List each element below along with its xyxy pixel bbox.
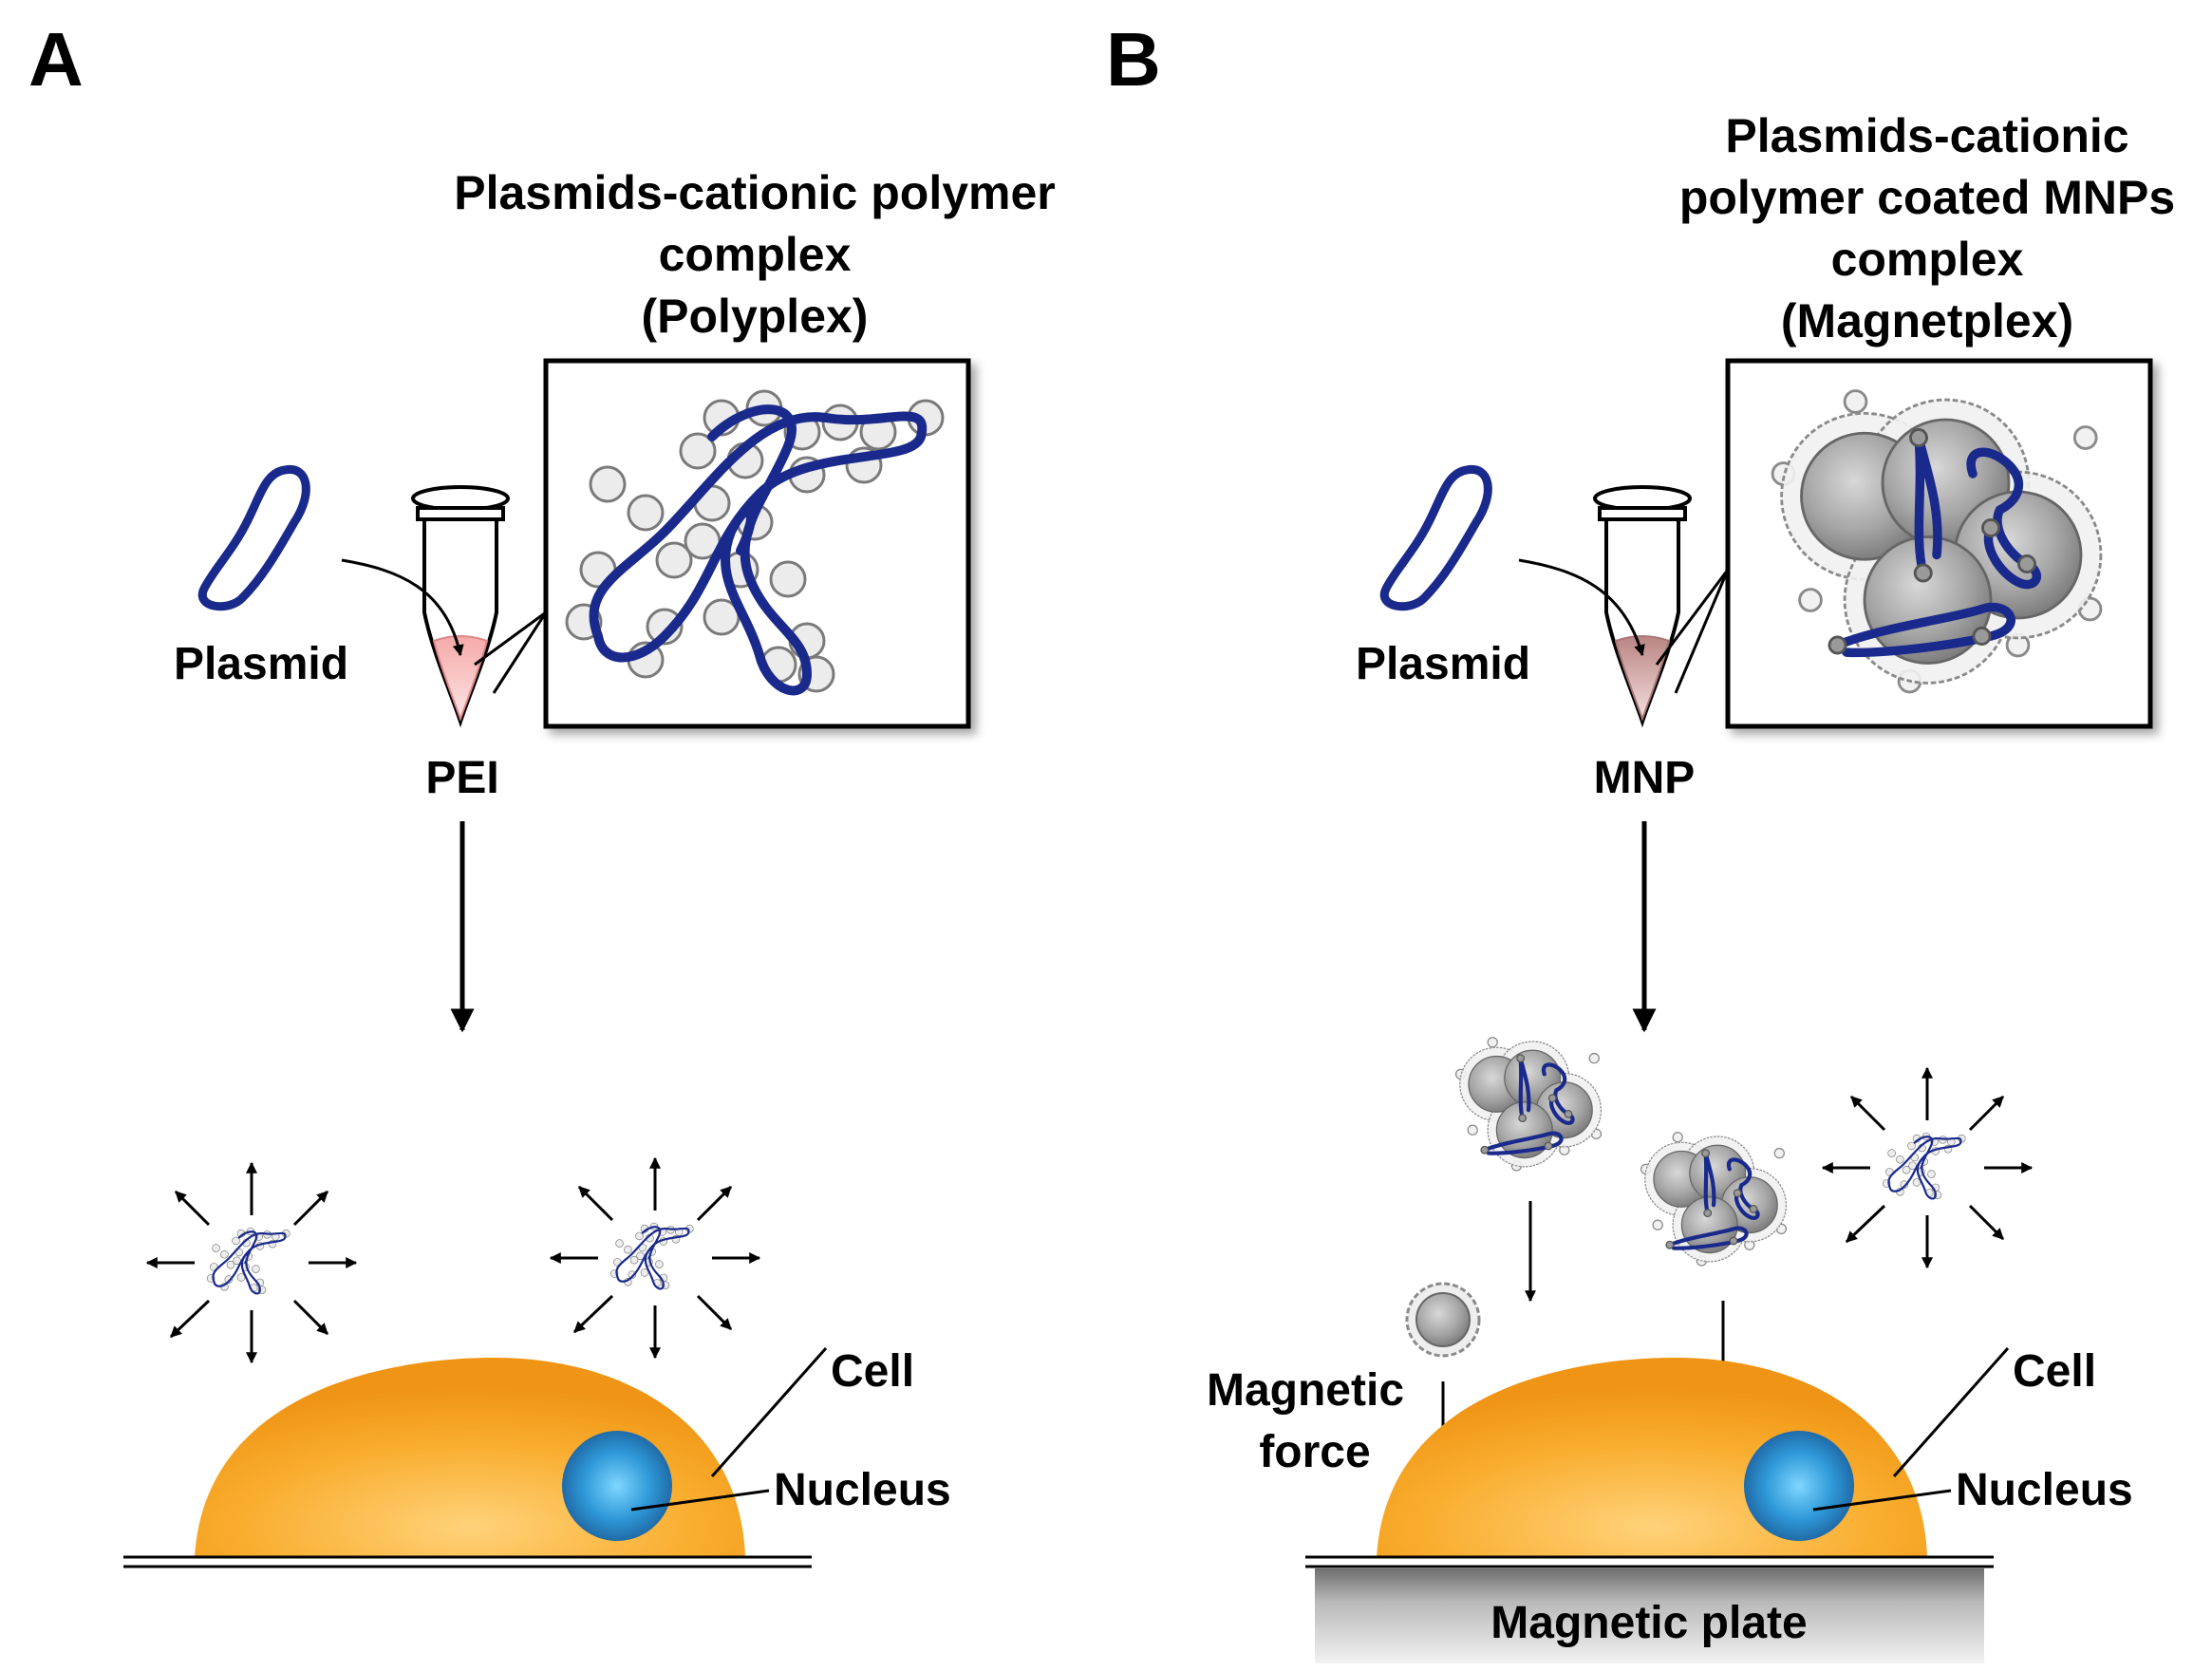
panel-b-complex-title-line3: complex — [1831, 233, 2024, 286]
panel-b-single-mnp — [1405, 1282, 1481, 1358]
panel-b-nucleus-label: Nucleus — [1956, 1465, 2133, 1515]
panel-b-complex-title-line1: Plasmids-cationic — [1725, 109, 2128, 162]
panel-b-tube-icon — [1593, 485, 1692, 723]
panel-b-complex-title-line4: (Magnetplex) — [1781, 294, 2073, 347]
panel-a-complex-title-line3: (Polyplex) — [642, 290, 869, 343]
panel-b-plasmid-label: Plasmid — [1356, 639, 1530, 689]
panel-a-polyplex-small-1 — [145, 1161, 358, 1364]
panel-a: A Plasmids-cationic polymer complex (Pol… — [28, 17, 1056, 1568]
panel-b-magnetplex-small-1 — [1456, 1038, 1602, 1171]
panel-b-polyplex-small — [1821, 1066, 2034, 1269]
panel-a-tube-icon — [411, 485, 510, 723]
panel-b-magnetic-plate — [1315, 1568, 1984, 1663]
panel-b: B Plasmids-cationic polymer coated MNPs … — [1106, 17, 2175, 1663]
panel-b-complex-title-line2: polymer coated MNPs — [1679, 171, 2175, 224]
panel-a-plasmid-label: Plasmid — [174, 639, 348, 689]
panel-b-magnetplex-small-2 — [1641, 1133, 1787, 1266]
panel-a-letter: A — [28, 17, 84, 102]
panel-b-cell-pointer — [1892, 1347, 2010, 1477]
panel-a-polyplex-small-2 — [549, 1156, 761, 1360]
panel-b-nucleus — [1744, 1431, 1854, 1541]
panel-b-nucleus-pointer — [1812, 1489, 1952, 1511]
panel-a-nucleus-label: Nucleus — [774, 1465, 951, 1515]
panel-a-reagent-label: PEI — [425, 753, 498, 803]
panel-a-zoom-line-top — [492, 611, 548, 694]
panel-a-zoom-line-bottom — [474, 610, 547, 667]
panel-b-plasmid-to-tube-arrow — [1518, 558, 1645, 657]
panel-b-zoom-line-top — [1674, 569, 1730, 694]
panel-b-zoom-line-bottom — [1655, 569, 1730, 666]
panel-b-reagent-label: MNP — [1594, 753, 1696, 803]
panel-a-nucleus — [562, 1431, 672, 1541]
panel-a-nucleus-pointer — [630, 1489, 770, 1511]
panel-b-force-label-line1: Magnetic — [1207, 1365, 1404, 1416]
panel-b-plasmid-icon — [1384, 469, 1488, 606]
panel-b-force-label-line2: force — [1259, 1427, 1370, 1477]
panel-a-plasmid-to-tube-arrow — [341, 558, 464, 657]
panel-a-cell-label: Cell — [831, 1346, 914, 1397]
panel-a-complex-title-line2: complex — [659, 228, 852, 281]
panel-a-plasmid-icon — [202, 469, 306, 606]
panel-a-cell-pointer — [710, 1347, 828, 1477]
panel-b-cell-label: Cell — [2013, 1346, 2096, 1397]
panel-a-complex-title-line1: Plasmids-cationic polymer — [454, 166, 1056, 219]
panel-b-plate-label: Magnetic plate — [1490, 1598, 1807, 1648]
panel-b-letter: B — [1106, 17, 1161, 102]
